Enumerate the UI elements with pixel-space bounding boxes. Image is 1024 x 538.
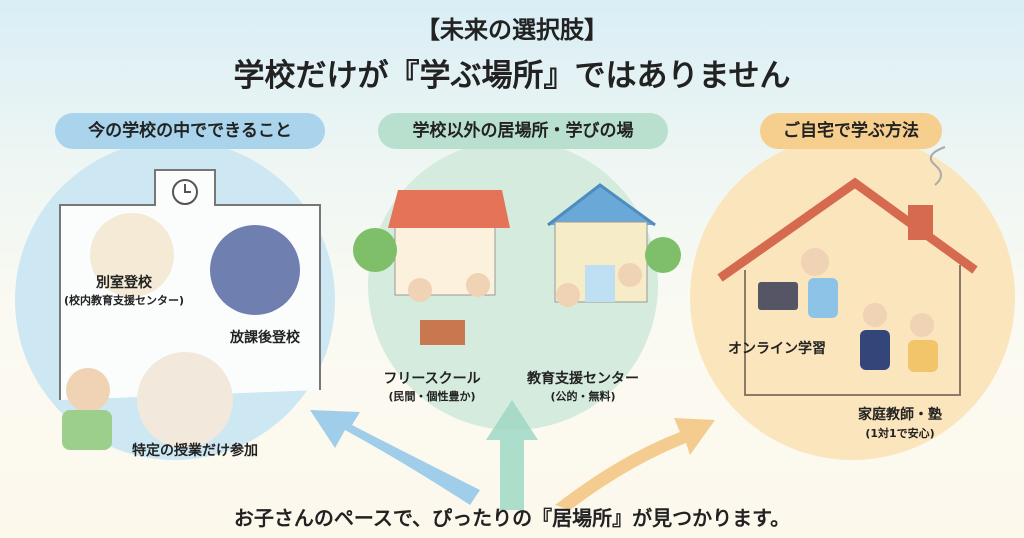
section-heading-home: ご自宅で学ぶ方法 (760, 113, 942, 149)
section-heading-outside: 学校以外の居場所・学びの場 (378, 113, 668, 149)
item-label: オンライン学習 (728, 341, 826, 357)
page-title: 学校だけが『学ぶ場所』ではありません (233, 58, 791, 94)
free-school-illustration (353, 190, 510, 345)
education-center-illustration (547, 183, 681, 307)
item-sub: (公的・無料) (550, 390, 616, 403)
item-label: 放課後登校 (230, 330, 300, 346)
item-label: 別室登校 (96, 275, 152, 291)
item-label: 特定の授業だけ参加 (132, 443, 258, 459)
section-heading-school: 今の学校の中でできること (55, 113, 325, 149)
arrow-right (555, 418, 715, 510)
item-label: 家庭教師・塾 (858, 407, 942, 423)
title-line1: 【未来の選択肢】 (416, 16, 608, 44)
item-sub: (校内教育支援センター) (63, 294, 185, 307)
arrow-left (310, 410, 480, 505)
school-building-illustration (59, 169, 321, 450)
home-illustration (717, 146, 978, 396)
arrow-up (486, 400, 538, 510)
item-label: フリースクール (383, 371, 481, 387)
item-sub: (1対1で安心) (865, 427, 935, 440)
item-label: 教育支援センター (527, 371, 639, 387)
item-sub: (民間・個性豊か) (388, 390, 476, 403)
footer-message: お子さんのペースで、ぴったりの『居場所』が見つかります。 (233, 506, 791, 530)
